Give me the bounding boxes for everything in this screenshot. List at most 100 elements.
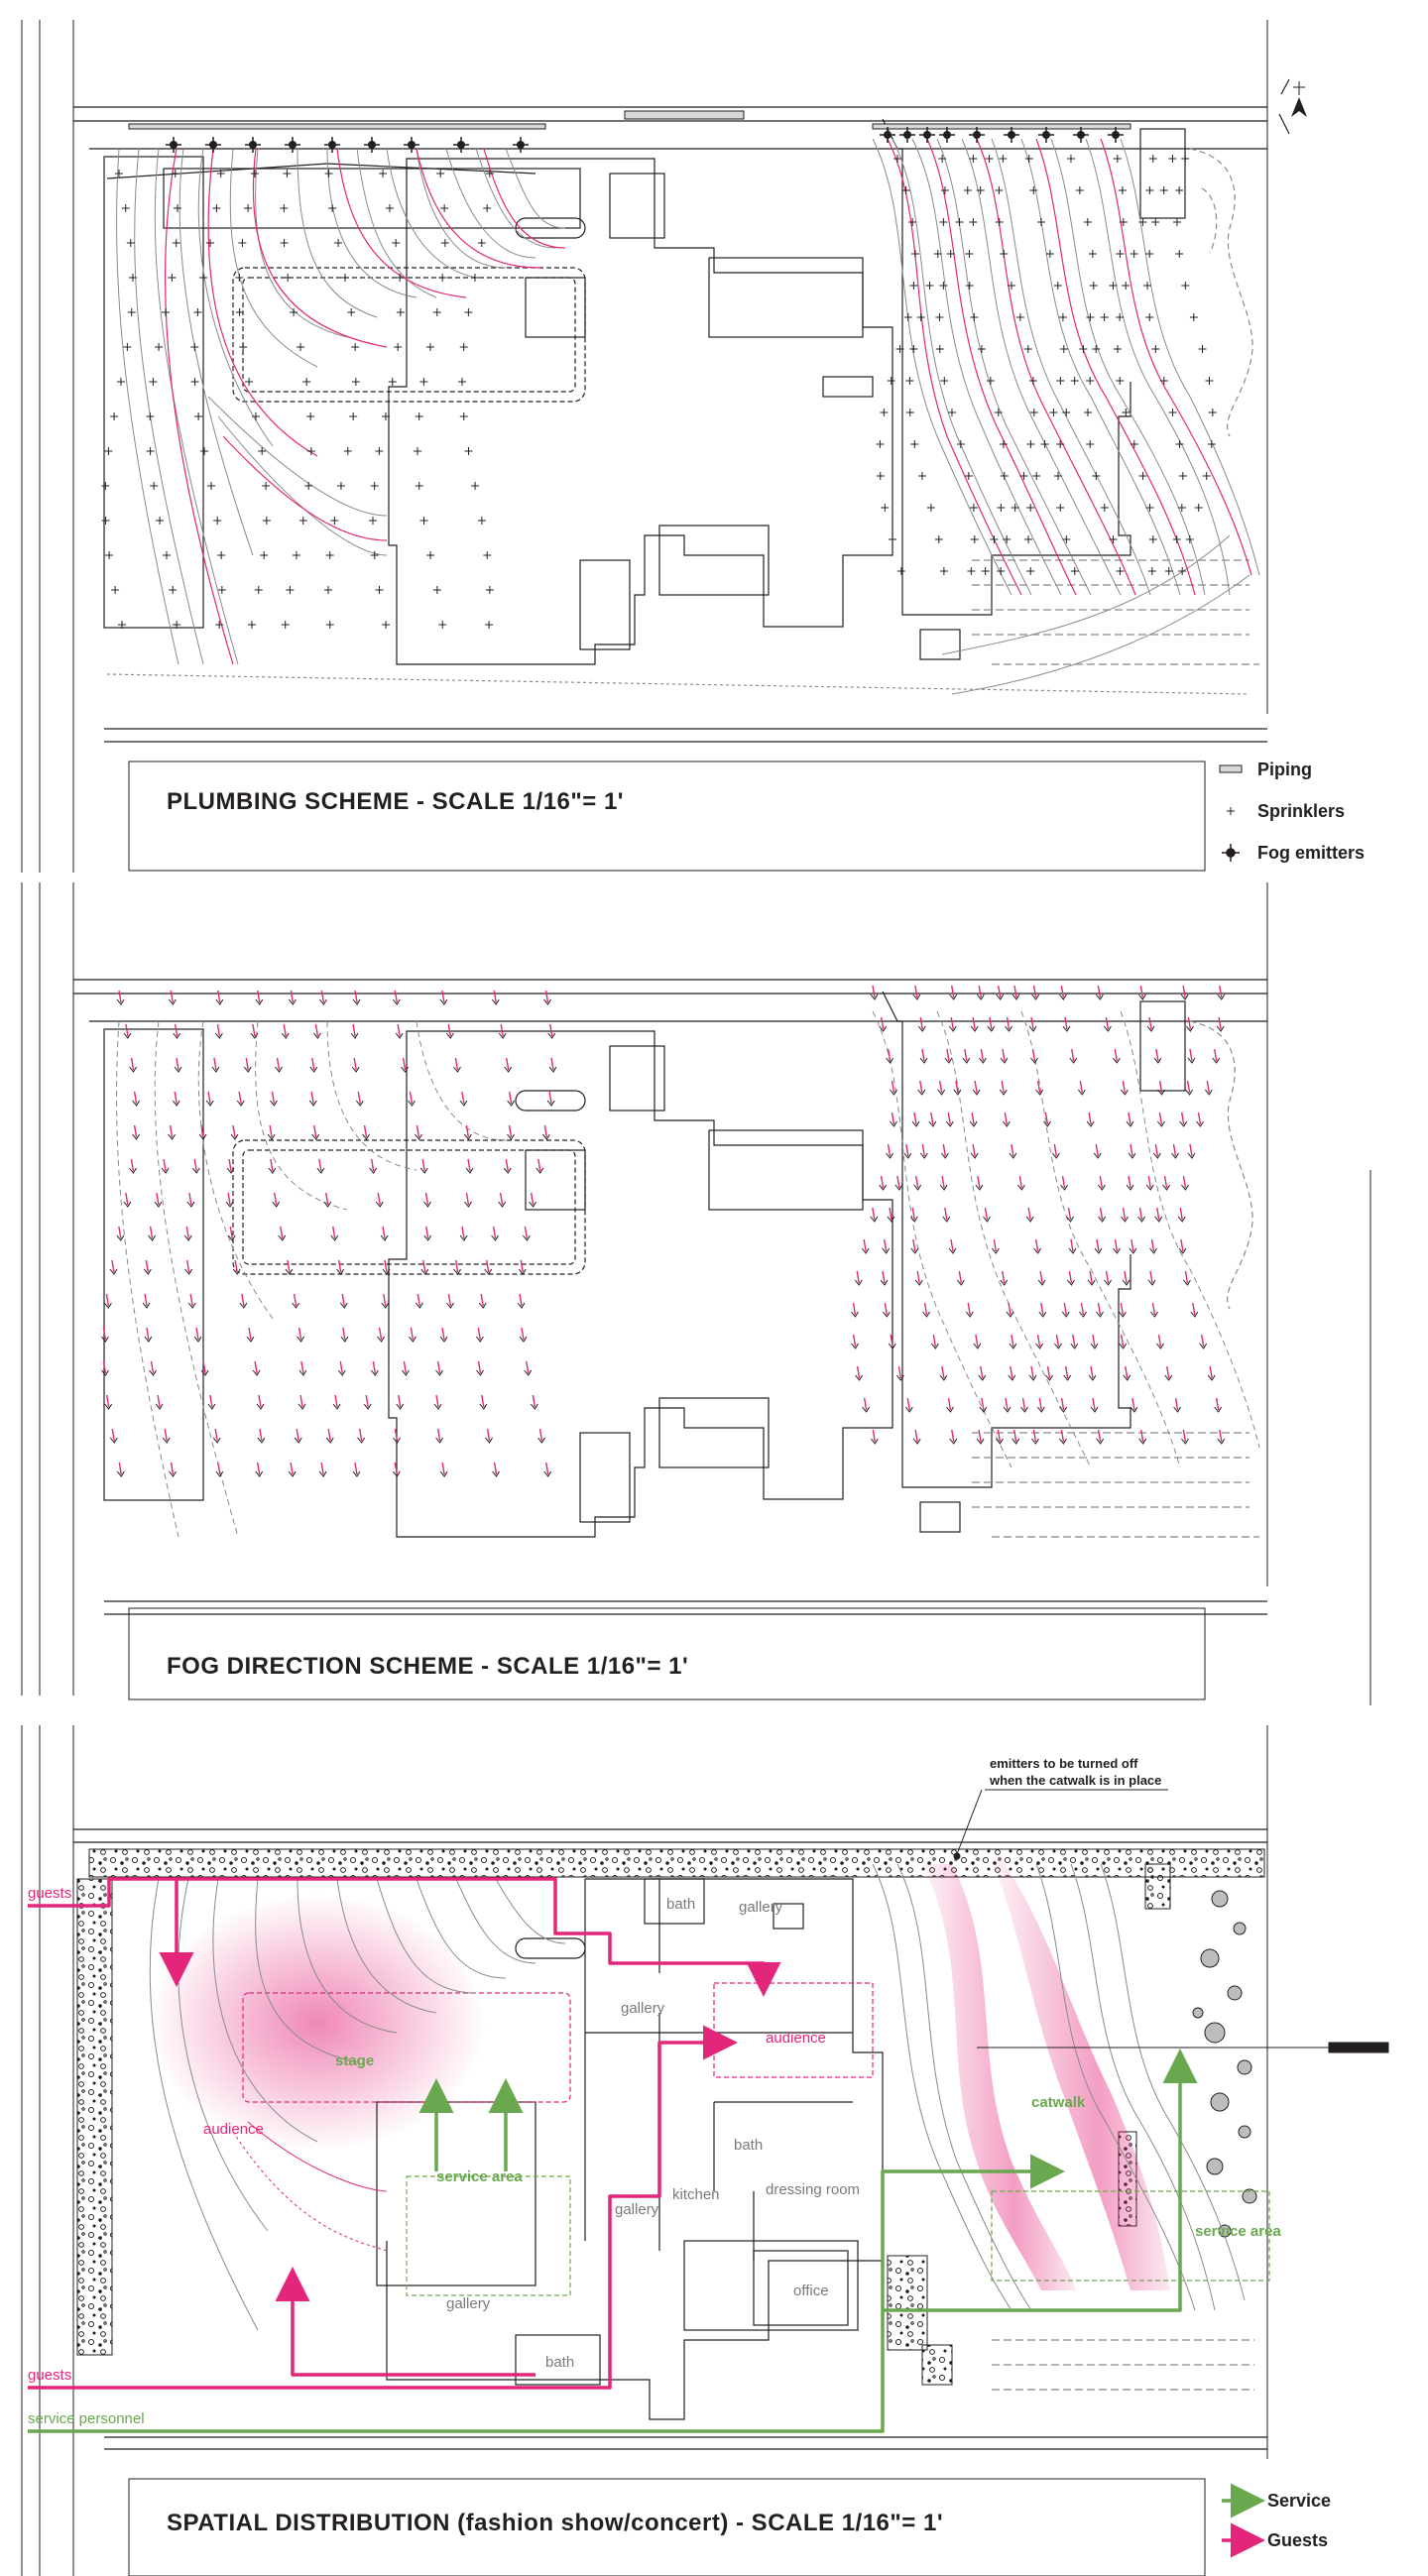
sprinkler-mark	[471, 482, 480, 490]
sprinkler-mark	[997, 504, 1006, 512]
fog-direction-arrow	[861, 1238, 870, 1254]
fog-direction-arrow	[116, 1462, 125, 1477]
sprinkler-mark	[1026, 504, 1035, 512]
fog-direction-arrow	[1067, 1270, 1075, 1286]
sprinkler-mark	[1086, 313, 1095, 321]
sprinkler-mark	[297, 343, 305, 351]
sprinkler-mark	[1029, 186, 1038, 194]
sprinkler-mark	[375, 586, 384, 594]
sprinkler-mark	[1178, 567, 1187, 575]
sprinkler-mark	[1175, 440, 1184, 448]
fog-direction-arrow	[355, 1091, 364, 1107]
fog-direction-arrow	[257, 1428, 266, 1444]
sprinkler-mark	[262, 482, 271, 490]
fog-direction-arrow	[529, 1192, 537, 1208]
fog-emitter-mark	[453, 137, 469, 153]
sprinkler-mark	[1028, 377, 1037, 385]
fog-direction-arrow	[1088, 1365, 1097, 1381]
sprinkler-mark	[199, 274, 208, 282]
sprinkler-mark	[386, 204, 395, 212]
fog-direction-arrow	[1130, 1397, 1138, 1413]
sprinkler-mark	[126, 239, 135, 247]
sprinkler-mark	[1145, 504, 1154, 512]
pebble-planter	[921, 2344, 953, 2386]
fog-direction-arrow	[1129, 1238, 1137, 1254]
sprinkler-mark	[173, 204, 181, 212]
fog-direction-arrow	[912, 985, 921, 1000]
sprinkler-mark	[970, 535, 979, 543]
fog-direction-arrow	[1190, 1302, 1199, 1318]
fog-direction-arrow	[1031, 1429, 1039, 1445]
zone-label-service-area: service area	[1195, 2223, 1281, 2240]
fog-direction-arrow	[408, 1091, 416, 1107]
sprinkler-mark	[477, 239, 486, 247]
fog-direction-arrow	[1063, 1365, 1072, 1381]
sprinkler-mark	[935, 313, 944, 321]
sprinkler-mark	[438, 621, 447, 629]
sprinkler-mark	[235, 308, 244, 316]
sprinkler-mark	[1122, 409, 1130, 416]
sprinkler-mark	[280, 204, 289, 212]
fog-direction-arrow	[922, 1302, 930, 1318]
fog-direction-arrow	[949, 1429, 958, 1445]
room-label-office: office	[793, 2283, 829, 2299]
piping-main	[872, 123, 1131, 130]
fog-direction-arrow	[323, 1192, 332, 1208]
fog-direction-arrow	[870, 1207, 879, 1223]
sprinkler-mark	[1168, 409, 1177, 416]
sprinkler-mark	[252, 412, 261, 420]
sprinkler-mark	[436, 170, 445, 177]
fog-direction-arrow	[1153, 1048, 1162, 1064]
sprinkler-mark	[351, 343, 360, 351]
fog-direction-arrow	[313, 1023, 321, 1039]
fog-direction-arrow	[887, 1207, 895, 1223]
fog-direction-arrow	[267, 1124, 276, 1140]
fog-direction-arrow	[309, 1057, 318, 1073]
sprinkler-mark	[1185, 535, 1194, 543]
fog-direction-arrow	[519, 1327, 528, 1343]
fog-direction-arrow	[917, 1080, 926, 1096]
fog-emitter-mark	[285, 137, 300, 153]
fog-direction-arrow	[1138, 1429, 1147, 1445]
title-box	[128, 1607, 1206, 1700]
fog-direction-arrow	[392, 990, 401, 1005]
sprinkler-mark	[997, 567, 1006, 575]
sprinkler-mark	[163, 551, 172, 559]
legend-label-service: Service	[1267, 2491, 1331, 2511]
sprinkler-mark	[239, 343, 248, 351]
fog-direction-arrow	[1137, 985, 1146, 1000]
sprinkler-mark	[1130, 440, 1138, 448]
fog-direction-arrow	[1181, 1175, 1189, 1191]
fog-direction-arrow	[1137, 1207, 1145, 1223]
sprinkler-mark	[388, 378, 397, 386]
room-label-bath: bath	[666, 1896, 695, 1913]
fog-direction-arrow	[894, 1175, 903, 1191]
fog-direction-arrow	[1062, 1016, 1071, 1032]
fog-direction-arrow	[100, 1327, 109, 1343]
fog-direction-arrow	[340, 1327, 349, 1343]
sprinkler-mark	[306, 412, 315, 420]
fog-emitter-mark	[899, 127, 915, 143]
fog-direction-arrow	[543, 990, 551, 1005]
fog-direction-arrow	[870, 1429, 879, 1445]
room-label-bath: bath	[545, 2354, 574, 2371]
sprinkler-mark	[238, 239, 247, 247]
fog-direction-arrow	[976, 1429, 985, 1445]
fog-direction-arrow	[227, 1226, 236, 1241]
sprinkler-mark	[156, 517, 165, 525]
fog-direction-arrow	[226, 1158, 235, 1174]
sprinkler-mark	[934, 535, 943, 543]
sprinkler-mark	[414, 447, 422, 455]
fog-direction-arrow	[880, 1270, 889, 1286]
fog-direction-arrow	[1212, 1048, 1221, 1064]
sprinkler-mark	[101, 482, 110, 490]
fog-emitter-mark	[513, 137, 529, 153]
fog-direction-arrow	[1031, 985, 1039, 1000]
fog-direction-arrow	[851, 1334, 859, 1349]
sprinkler-mark	[298, 517, 307, 525]
fog-direction-arrow	[116, 990, 125, 1005]
sprinkler-mark	[1062, 409, 1071, 416]
sprinkler-mark	[394, 343, 403, 351]
sprinkler-mark	[1114, 345, 1123, 353]
fog-direction-arrow	[1173, 1397, 1182, 1413]
